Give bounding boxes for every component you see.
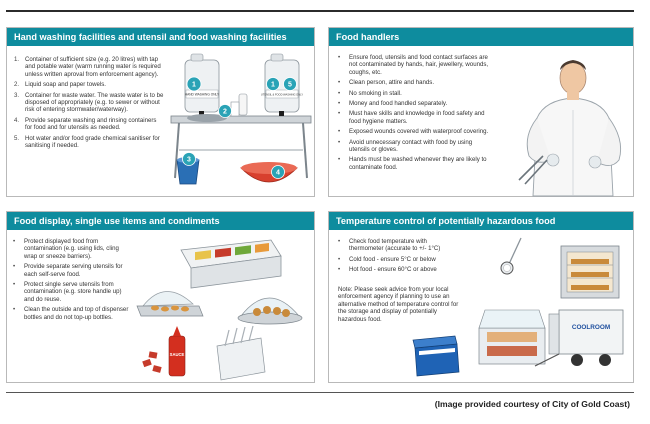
svg-text:4: 4 (276, 170, 280, 177)
svg-text:3: 3 (187, 157, 191, 164)
hot-food-cabinet-icon (560, 245, 620, 299)
svg-text:5: 5 (288, 82, 292, 89)
list-item: •Ensure food, utensils and food contact … (338, 54, 489, 76)
food-display-panel: Food display, single use items and condi… (6, 211, 315, 383)
temperature-note: Note: Please seek advice from your local… (338, 286, 459, 323)
list-item: •Check food temperature with thermometer… (338, 238, 441, 253)
sauce-sachet-icon (142, 358, 152, 368)
list-item: •Hands must be washed whenever they are … (338, 156, 487, 171)
figure-number-1b: 1 (266, 77, 280, 91)
top-rule (6, 10, 634, 12)
list-item: •Clean the outside and top of dispenser … (13, 306, 129, 321)
food-display-list: •Protect displayed food from contaminati… (13, 238, 131, 324)
figure-number-5: 5 (283, 77, 297, 91)
utensil-holder-icon (216, 325, 266, 381)
table-top (170, 115, 312, 124)
hand-washing-container: HAND WASHING ONLY (184, 53, 220, 116)
list-item: •Must have skills and knowledge in food … (338, 110, 485, 125)
hand-washing-list: 1.Container of sufficient size (e.g. 20 … (14, 56, 164, 152)
food-handlers-list: •Ensure food, utensils and food contact … (338, 54, 494, 174)
list-item: •Cold food - ensure 5°C or below (338, 255, 436, 263)
list-item: 4.Provide separate washing and rinsing c… (14, 116, 157, 132)
sauce-label: SAUCE (170, 352, 185, 357)
figure-number-2: 2 (218, 104, 232, 118)
svg-text:1: 1 (271, 82, 275, 89)
washing-station-illustration: HAND WASHING ONLY UTENSIL & FOOD WASHING… (170, 53, 312, 185)
covered-food-platter-icon (136, 291, 204, 317)
temperature-control-title: Temperature control of potentially hazar… (329, 212, 633, 230)
list-marker: 3. (14, 91, 20, 99)
food-handler-illustration (518, 60, 622, 197)
list-item: 2.Liquid soap and paper towels. (14, 81, 106, 89)
temperature-list: •Check food temperature with thermometer… (338, 238, 456, 277)
condiment-tray-icon (180, 239, 282, 289)
figure-number-4: 4 (271, 165, 285, 179)
utensil-washing-container-label: UTENSIL & FOOD WASHING ONLY (261, 93, 303, 97)
list-marker: 1. (14, 56, 20, 63)
list-item: •Exposed wounds covered with waterproof … (338, 128, 489, 136)
list-item: •Hot food - ensure 60°C or above (338, 266, 437, 274)
utensil-washing-container: UTENSIL & FOOD WASHING ONLY (261, 53, 303, 116)
list-item: •No smoking in stall. (338, 89, 402, 97)
food-handlers-title: Food handlers (329, 28, 633, 46)
svg-text:1: 1 (192, 82, 196, 89)
tongs-icon (518, 155, 544, 181)
washing-basin-icon (240, 162, 298, 183)
cold-display-cabinet-icon (478, 309, 546, 365)
hand-washing-panel: Hand washing facilities and utensil and … (6, 27, 315, 197)
temperature-control-panel: Temperature control of potentially hazar… (328, 211, 634, 383)
sauce-bottle-icon: SAUCE (168, 326, 186, 377)
hand-washing-title: Hand washing facilities and utensil and … (7, 28, 314, 46)
list-item: •Money and food handled separately. (338, 100, 448, 108)
list-item: •Provide separate serving utensils for e… (13, 263, 123, 278)
paper-towel-icon (230, 101, 240, 117)
list-marker: 4. (14, 116, 20, 124)
hand-washing-container-label: HAND WASHING ONLY (185, 93, 220, 97)
figure-number-1a: 1 (186, 76, 202, 92)
svg-text:2: 2 (223, 109, 227, 116)
list-item: 5.Hot water and/or food grade chemical s… (14, 134, 160, 150)
food-display-illustration: SAUCE (136, 239, 303, 381)
list-marker: 5. (14, 134, 20, 142)
food-display-title: Food display, single use items and condi… (7, 212, 314, 230)
list-marker: 2. (14, 81, 20, 89)
list-item: •Avoid unnecessary contact with food by … (338, 138, 473, 154)
coolroom-trailer-icon: COOLROOM (534, 309, 624, 367)
image-credit: (Image provided courtesy of City of Gold… (434, 399, 630, 409)
coolroom-label: COOLROOM (572, 324, 610, 331)
list-item: •Protect single serve utensils from cont… (13, 281, 122, 303)
list-item: 3.Container for waste water. The waste w… (14, 91, 164, 114)
list-item: •Protect displayed food from contaminati… (13, 238, 119, 260)
domed-plate-icon (237, 297, 303, 325)
food-handlers-panel: Food handlers •Ensure food, utensils and… (328, 27, 634, 197)
bottom-rule (6, 392, 634, 393)
figure-number-3: 3 (182, 152, 196, 166)
temperature-equipment-illustration: COOLROOM (412, 237, 624, 377)
cooler-box-icon (412, 335, 460, 377)
soap-bottle-icon (238, 93, 248, 116)
list-item: •Clean person, attire and hands. (338, 79, 435, 87)
thermometer-icon (500, 237, 522, 275)
list-item: 1.Container of sufficient size (e.g. 20 … (14, 56, 161, 78)
